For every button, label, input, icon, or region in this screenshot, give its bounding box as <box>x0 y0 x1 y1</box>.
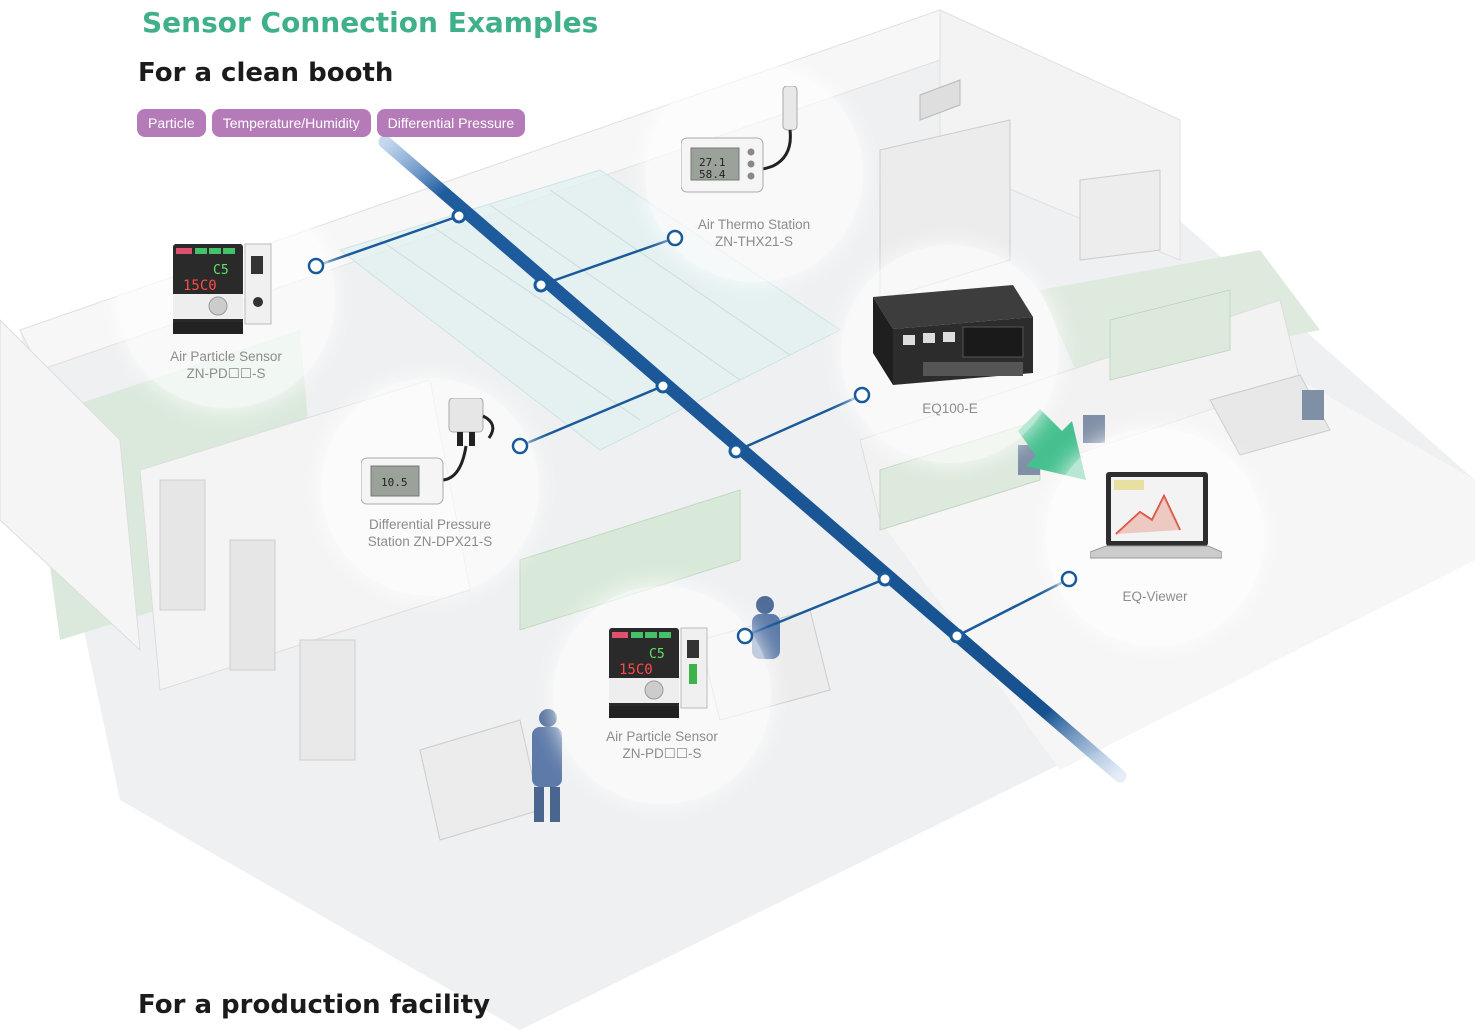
tag-temperature-humidity: Temperature/Humidity <box>211 109 371 137</box>
worker <box>532 709 562 822</box>
bus-nodes <box>451 208 965 644</box>
svg-text:15C0: 15C0 <box>183 278 217 294</box>
differential-pressure-station-icon: 10.5 <box>361 398 495 505</box>
svg-text:27.1: 27.1 <box>699 156 726 169</box>
eq100-label: EQ100-E <box>922 401 978 416</box>
shelf <box>1079 169 1161 261</box>
eq-viewer-label: EQ-Viewer <box>1122 589 1188 604</box>
tag-particle: Particle <box>137 109 206 137</box>
section-heading-clean-booth: For a clean booth <box>138 58 394 88</box>
section-heading-production-facility: For a production facility <box>138 990 491 1020</box>
network-bus <box>378 135 1127 783</box>
front-wall-left <box>0 319 141 652</box>
svg-text:C5: C5 <box>213 263 229 278</box>
tag-differential-pressure: Differential Pressure <box>376 109 526 137</box>
svg-text:15C0: 15C0 <box>619 662 653 678</box>
laptop-icon <box>1090 472 1222 559</box>
window <box>1109 289 1231 381</box>
callout-air-particle-sensor: C5 15C0 Air Particle Sensor ZN-PD☐☐-S <box>117 190 335 408</box>
air-thermo-station-icon: 27.1 58.4 <box>681 86 798 193</box>
callout-eq100-e: EQ100-E <box>841 245 1059 463</box>
svg-text:58.4: 58.4 <box>699 168 726 181</box>
differential-pressure-station-label: Differential Pressure Station ZN-DPX21-S <box>367 517 493 549</box>
eq100-controller-icon <box>873 285 1033 385</box>
connection-lines <box>315 214 1070 638</box>
door <box>159 479 206 611</box>
svg-text:C5: C5 <box>649 647 665 662</box>
air-particle-sensor-icon: C5 15C0 <box>609 627 708 718</box>
air-particle-sensor-icon: C5 15C0 <box>173 243 272 334</box>
chair <box>1083 415 1105 443</box>
green-arrow <box>1018 409 1086 480</box>
air-thermo-station-label: Air Thermo Station ZN-THX21-S <box>697 217 811 249</box>
callout-eq-viewer: EQ-Viewer <box>1046 428 1264 646</box>
callout-air-particle-sensor: C5 15C0 Air Particle Sensor ZN-PD☐☐-S <box>553 586 771 804</box>
window <box>519 489 741 631</box>
callout-air-thermo-station: 27.1 58.4 Air Thermo Station ZN-THX21-S <box>645 64 863 282</box>
page-title: Sensor Connection Examples <box>142 6 599 39</box>
door <box>229 539 276 671</box>
air-particle-sensor-label: Air Particle Sensor ZN-PD☐☐-S <box>170 349 282 381</box>
svg-text:10.5: 10.5 <box>381 476 408 489</box>
callout-differential-pressure-station: 10.5 Differential Pressure Station ZN-DP… <box>321 378 539 596</box>
ac-unit <box>919 79 961 121</box>
air-particle-sensor-label: Air Particle Sensor ZN-PD☐☐-S <box>606 729 718 761</box>
desk <box>1209 374 1331 456</box>
glass-booth <box>338 169 841 451</box>
sensor-type-tags: Particle Temperature/Humidity Differenti… <box>137 109 526 137</box>
door <box>299 639 356 761</box>
chair <box>1302 390 1324 420</box>
